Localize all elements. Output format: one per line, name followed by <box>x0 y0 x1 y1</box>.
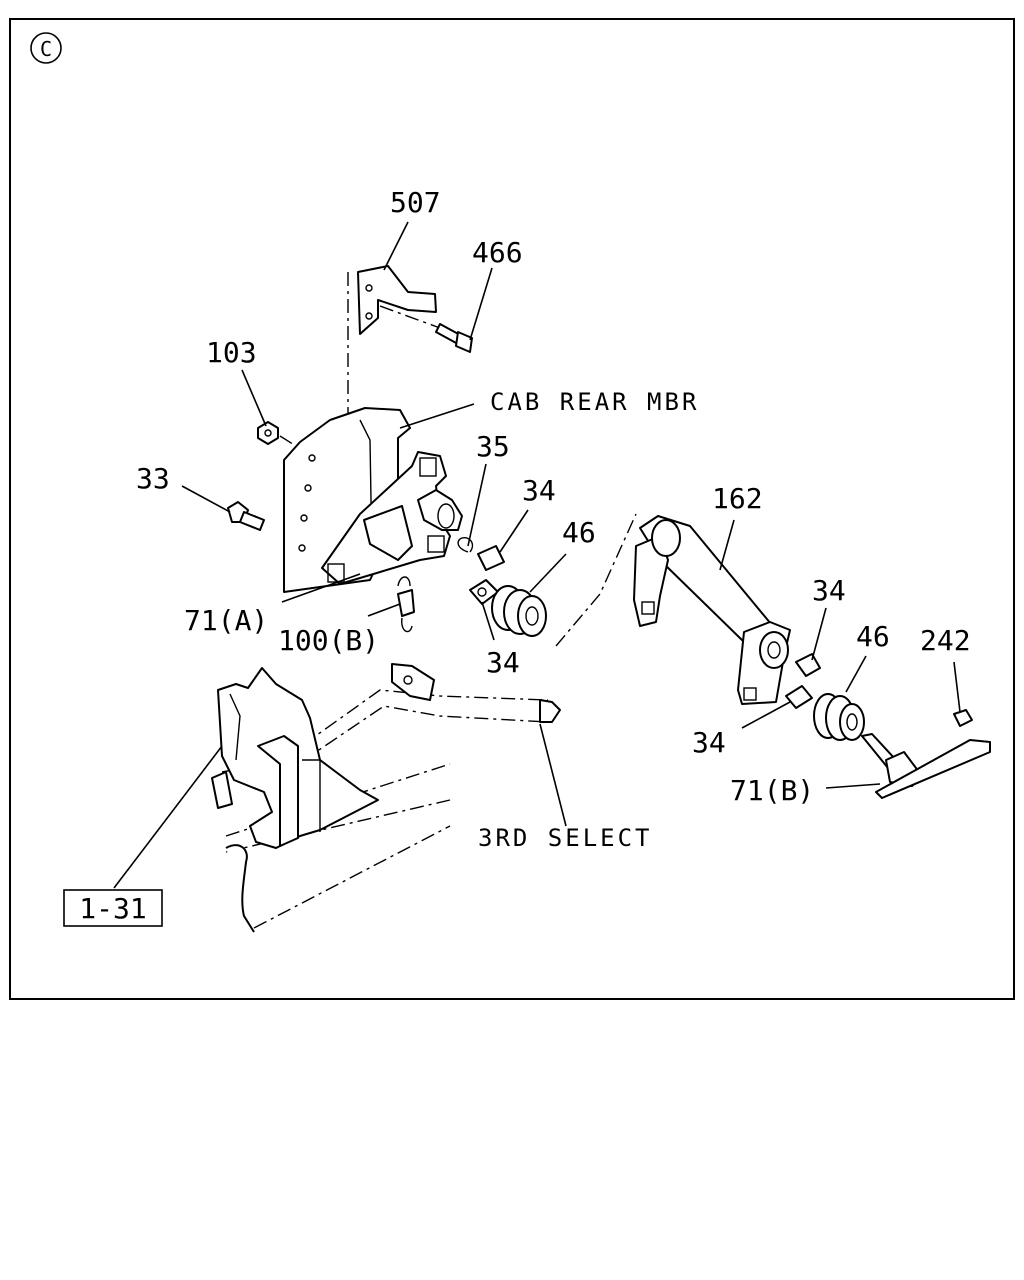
nut-242 <box>953 709 973 727</box>
bolt-466 <box>435 323 473 353</box>
label-34-right-lower: 34 <box>692 726 726 759</box>
nut-103 <box>257 421 279 445</box>
label-46-left: 46 <box>562 516 596 549</box>
label-71b: 71(B) <box>730 774 814 807</box>
label-34-upper: 34 <box>522 474 556 507</box>
leader-lines <box>113 221 961 889</box>
spring-100b <box>397 576 415 633</box>
label-34-lower: 34 <box>486 646 520 679</box>
label-cab-rear-mbr: CAB REAR MBR <box>490 388 699 416</box>
clip-34-upper <box>477 545 505 571</box>
bushing-46-right <box>813 693 865 741</box>
label-33: 33 <box>136 462 170 495</box>
bracket-71b <box>861 733 991 799</box>
label-71a: 71(A) <box>184 604 268 637</box>
label-242: 242 <box>920 624 971 657</box>
view-marker-letter: C <box>40 37 52 61</box>
clip-34-right-lower <box>785 685 813 709</box>
tube-162 <box>633 515 791 705</box>
label-507: 507 <box>390 186 441 219</box>
diagram-frame <box>9 18 1015 1000</box>
label-103: 103 <box>206 336 257 369</box>
clip-34-right-upper <box>795 653 821 677</box>
cross-member <box>211 667 379 849</box>
label-100b: 100(B) <box>278 624 379 657</box>
label-46-right: 46 <box>856 620 890 653</box>
reference-box-label: 1-31 <box>79 892 146 925</box>
bolt-33 <box>227 501 265 531</box>
view-marker: C <box>30 32 62 64</box>
label-466: 466 <box>472 236 523 269</box>
label-3rd-select: 3RD SELECT <box>478 824 653 852</box>
label-162: 162 <box>712 482 763 515</box>
label-35: 35 <box>476 430 510 463</box>
bushing-46-left <box>491 585 547 637</box>
clip-35 <box>457 537 474 553</box>
bracket-71a <box>321 451 463 585</box>
label-34-right-upper: 34 <box>812 574 846 607</box>
dashline-466 <box>379 305 441 329</box>
bracket-507 <box>357 265 437 335</box>
reference-box[interactable]: 1-31 <box>63 889 163 927</box>
